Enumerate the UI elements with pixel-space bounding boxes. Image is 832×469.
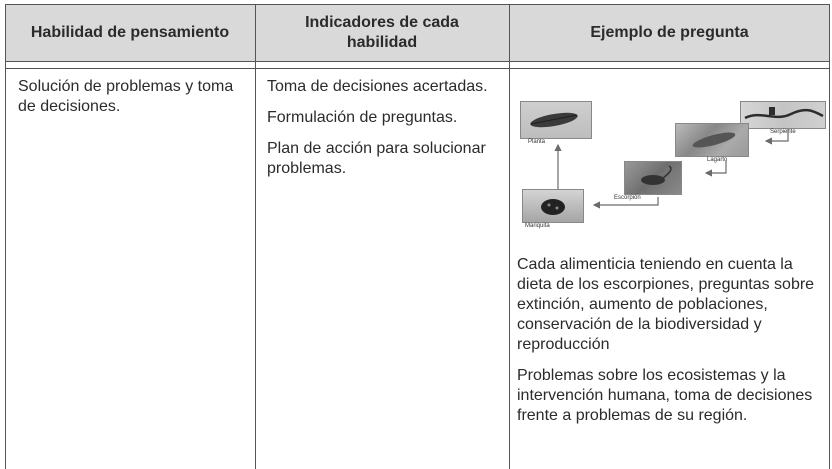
indicator-item: Plan de acción para solucionar problemas… [267,140,486,177]
header-divider [5,61,830,62]
skills-table: Habilidad de pensamiento Indicadores de … [5,4,830,469]
food-chain-diagram: Planta Serpiente Lagarto Escorpión Mariq… [516,101,826,233]
arrow-escorpion-mariquita [592,197,659,209]
leaf-icon [530,112,578,128]
indicators-cell: Toma de decisiones acertadas. Formulació… [267,77,502,179]
header-skill: Habilidad de pensamiento [5,4,255,61]
body-top-border [5,68,830,69]
lizard-icon [692,132,736,148]
header-indicators-label: Indicadores de cada habilidad [305,13,459,51]
table-header-row [5,4,830,61]
lagarto-label: Lagarto [707,157,728,163]
example-paragraph: Cada alimenticia teniendo en cuenta la d… [517,256,815,353]
scorpion-icon [641,165,672,185]
example-text-cell: Cada alimenticia teniendo en cuenta la d… [517,255,825,426]
indicator-item: Formulación de preguntas. [267,109,458,126]
header-example-label: Ejemplo de pregunta [590,23,749,41]
table-border-right [829,4,830,469]
escorpion-label: Escorpión [614,195,641,201]
indicator-item: Toma de decisiones acertadas. [267,78,488,95]
mariquita-image [522,189,584,223]
snake-icon [744,107,824,120]
header-indicators: Indicadores de cada habilidad [255,4,509,61]
column-divider-1 [255,4,256,469]
header-skill-label: Habilidad de pensamiento [30,23,230,41]
serpiente-label: Serpiente [770,129,796,135]
header-example: Ejemplo de pregunta [509,4,830,61]
table-border-top [5,4,830,5]
arrow-serpiente-lagarto [764,123,789,145]
mariquita-label: Mariquita [525,223,550,229]
skill-cell: Solución de problemas y toma de decision… [18,77,246,117]
escorpion-image [624,161,682,195]
skill-text: Solución de problemas y toma de decision… [18,78,234,115]
arrow-lagarto-escorpion [704,161,727,177]
table-border-left [5,4,6,469]
lagarto-image [675,123,749,157]
ladybug-icon [541,199,565,215]
planta-label: Planta [528,139,546,145]
example-paragraph: Problemas sobre los ecosistemas y la int… [517,367,813,424]
serpiente-image [740,101,826,129]
column-divider-2 [509,4,510,469]
planta-image [520,101,592,139]
